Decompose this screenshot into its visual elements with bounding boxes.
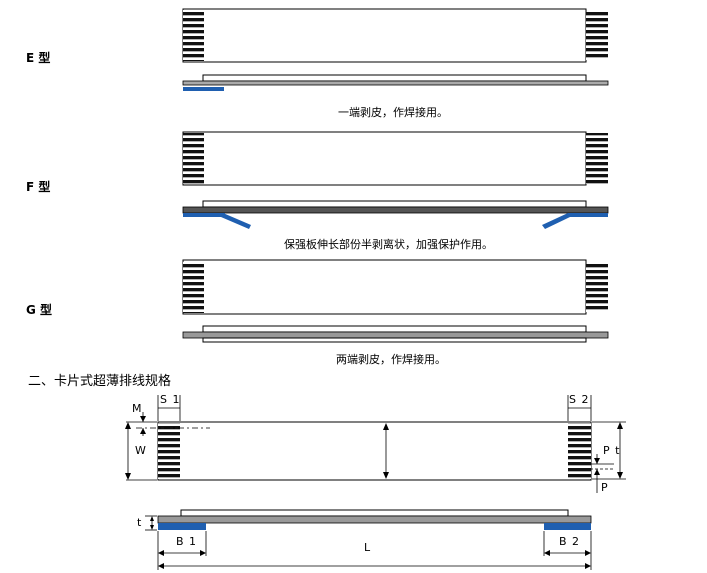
f-type-top-view — [182, 131, 608, 186]
dim-t-label: t — [137, 516, 143, 529]
f-left-stiffener — [183, 213, 225, 217]
g-left-contacts — [183, 262, 204, 313]
g-type-side-view — [182, 325, 609, 343]
f-right-peeled-end — [542, 213, 570, 229]
f-type-side-view — [182, 200, 609, 229]
dim-l-label: L — [364, 541, 372, 554]
f-type-label: F 型 — [26, 180, 51, 194]
spec-side-view — [145, 509, 592, 570]
g-right-contacts — [586, 264, 608, 312]
f-right-contacts — [586, 133, 608, 184]
section-title: 二、卡片式超薄排线规格 — [28, 374, 172, 389]
dim-b1-label: B 1 — [176, 535, 198, 548]
spec-left-stiffener — [158, 523, 206, 530]
dim-w-label: W — [135, 444, 147, 457]
e-type-label: E 型 — [26, 51, 51, 65]
f-left-contacts — [183, 133, 204, 184]
e-right-contacts — [586, 12, 608, 60]
e-type-top-view — [182, 8, 608, 63]
dim-s2-label: S 2 — [569, 393, 590, 406]
dim-b2-label: B 2 — [559, 535, 581, 548]
spec-top-view — [125, 395, 626, 493]
e-left-stiffener — [183, 87, 224, 91]
dim-pt-label: P t — [603, 444, 621, 457]
f-type-caption: 保强板伸长部份半剥离状，加强保护作用。 — [284, 238, 493, 251]
dim-p-label: P — [601, 481, 609, 494]
f-right-stiffener — [568, 213, 608, 217]
e-type-side-view — [182, 74, 609, 91]
e-type-caption: 一端剥皮，作焊接用。 — [338, 106, 448, 119]
dim-s1-label: S 1 — [160, 393, 181, 406]
e-left-contacts — [183, 10, 204, 61]
g-type-caption: 两端剥皮，作焊接用。 — [336, 353, 446, 366]
g-type-top-view — [182, 259, 608, 315]
spec-right-stiffener — [544, 523, 591, 530]
spec-right-contacts — [568, 423, 591, 479]
dim-m-label: M — [132, 402, 143, 415]
f-left-peeled-end — [221, 213, 251, 229]
g-type-label: G 型 — [26, 303, 53, 317]
spec-left-contacts — [158, 423, 180, 479]
